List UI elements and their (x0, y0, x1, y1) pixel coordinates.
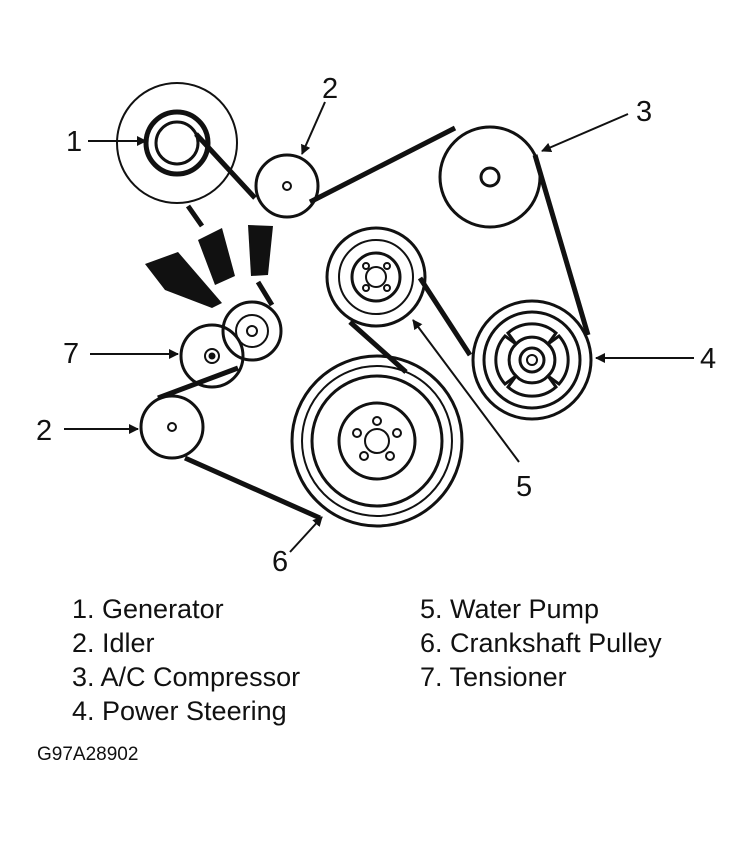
callout-2-lower: 2 (36, 415, 52, 447)
legend-item-crankshaft-pulley: 6. Crankshaft Pulley (420, 628, 662, 658)
generator-pulley (116, 82, 238, 204)
legend-item-tensioner: 7. Tensioner (420, 662, 567, 692)
callout-5: 5 (516, 471, 532, 503)
callout-3: 3 (636, 96, 652, 128)
callout-7: 7 (63, 338, 79, 370)
legend-item-water-pump: 5. Water Pump (420, 594, 600, 624)
belt-rotation-direction-icon (145, 225, 273, 308)
figure-code: G97A28902 (37, 744, 139, 765)
water-pump-pulley (325, 226, 427, 328)
crankshaft-pulley (290, 354, 464, 528)
legend-item-generator: 1. Generator (72, 594, 224, 624)
lower-idler-pulley (139, 394, 205, 460)
callout-6: 6 (272, 546, 288, 578)
ac-compressor-pulley (438, 125, 542, 229)
tensioner-pulley (179, 300, 283, 389)
callout-arrows (64, 101, 694, 553)
upper-idler-pulley (254, 153, 320, 219)
callout-4: 4 (700, 343, 716, 375)
legend-left-column: 1. Generator 2. Idler 3. A/C Compressor … (72, 592, 300, 728)
callout-2-upper: 2 (322, 73, 338, 105)
legend-item-power-steering: 4. Power Steering (72, 696, 287, 726)
drive-belt (157, 125, 591, 521)
legend-item-ac-compressor: 3. A/C Compressor (72, 662, 301, 692)
legend-item-idler: 2. Idler (72, 628, 155, 658)
legend-right-column: 5. Water Pump 6. Crankshaft Pulley 7. Te… (420, 592, 662, 694)
power-steering-pulley (471, 299, 593, 421)
callout-1: 1 (66, 126, 82, 158)
